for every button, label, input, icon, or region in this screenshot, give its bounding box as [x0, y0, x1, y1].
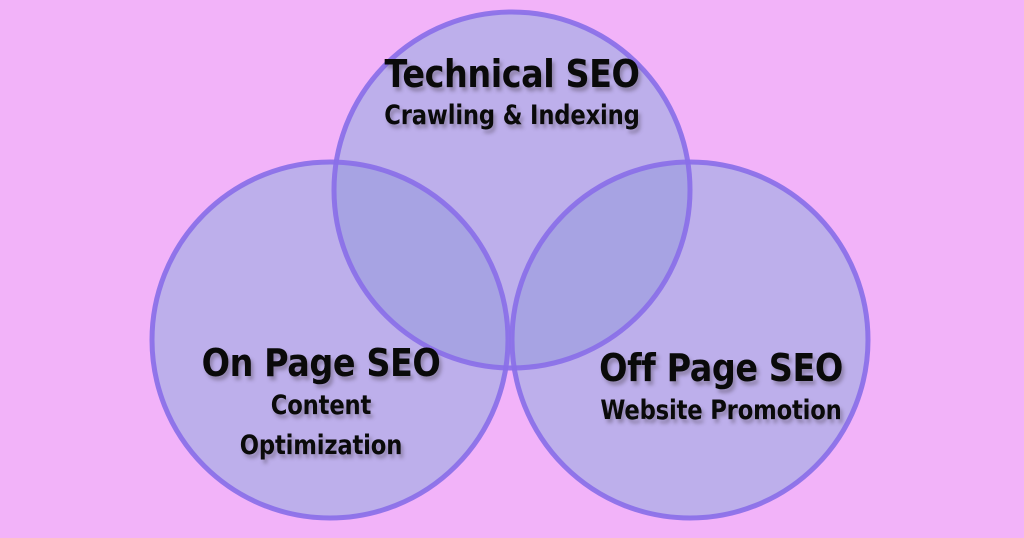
label-on-page-seo: On Page SEO Content Optimization: [166, 343, 476, 463]
venn-stroke-layer: [149, 9, 871, 521]
subtitle-technical-seo-line-1: Crawling & Indexing: [384, 100, 640, 132]
circle-outline-off-page-seo: [509, 159, 871, 521]
venn-fill-layer: [152, 12, 868, 518]
title-off-page-seo: Off Page SEO: [599, 346, 843, 390]
subtitle-off-page-seo-line-1: Website Promotion: [600, 395, 842, 427]
subtitle-on-page-seo-line-1: Content: [270, 390, 372, 422]
circle-fill-on-page-seo: [152, 162, 508, 518]
overlap-technical-offpage: [512, 162, 690, 368]
title-on-page-seo: On Page SEO: [201, 341, 441, 385]
subtitle-on-page-seo-line-2: Optimization: [239, 430, 403, 462]
label-technical-seo: Technical SEO Crawling & Indexing: [302, 54, 722, 133]
label-off-page-seo: Off Page SEO Website Promotion: [566, 348, 876, 428]
overlap-technical-onpage: [334, 162, 508, 368]
title-technical-seo: Technical SEO: [384, 52, 640, 96]
circle-fill-off-page-seo: [512, 162, 868, 518]
circle-outline-on-page-seo: [149, 159, 511, 521]
